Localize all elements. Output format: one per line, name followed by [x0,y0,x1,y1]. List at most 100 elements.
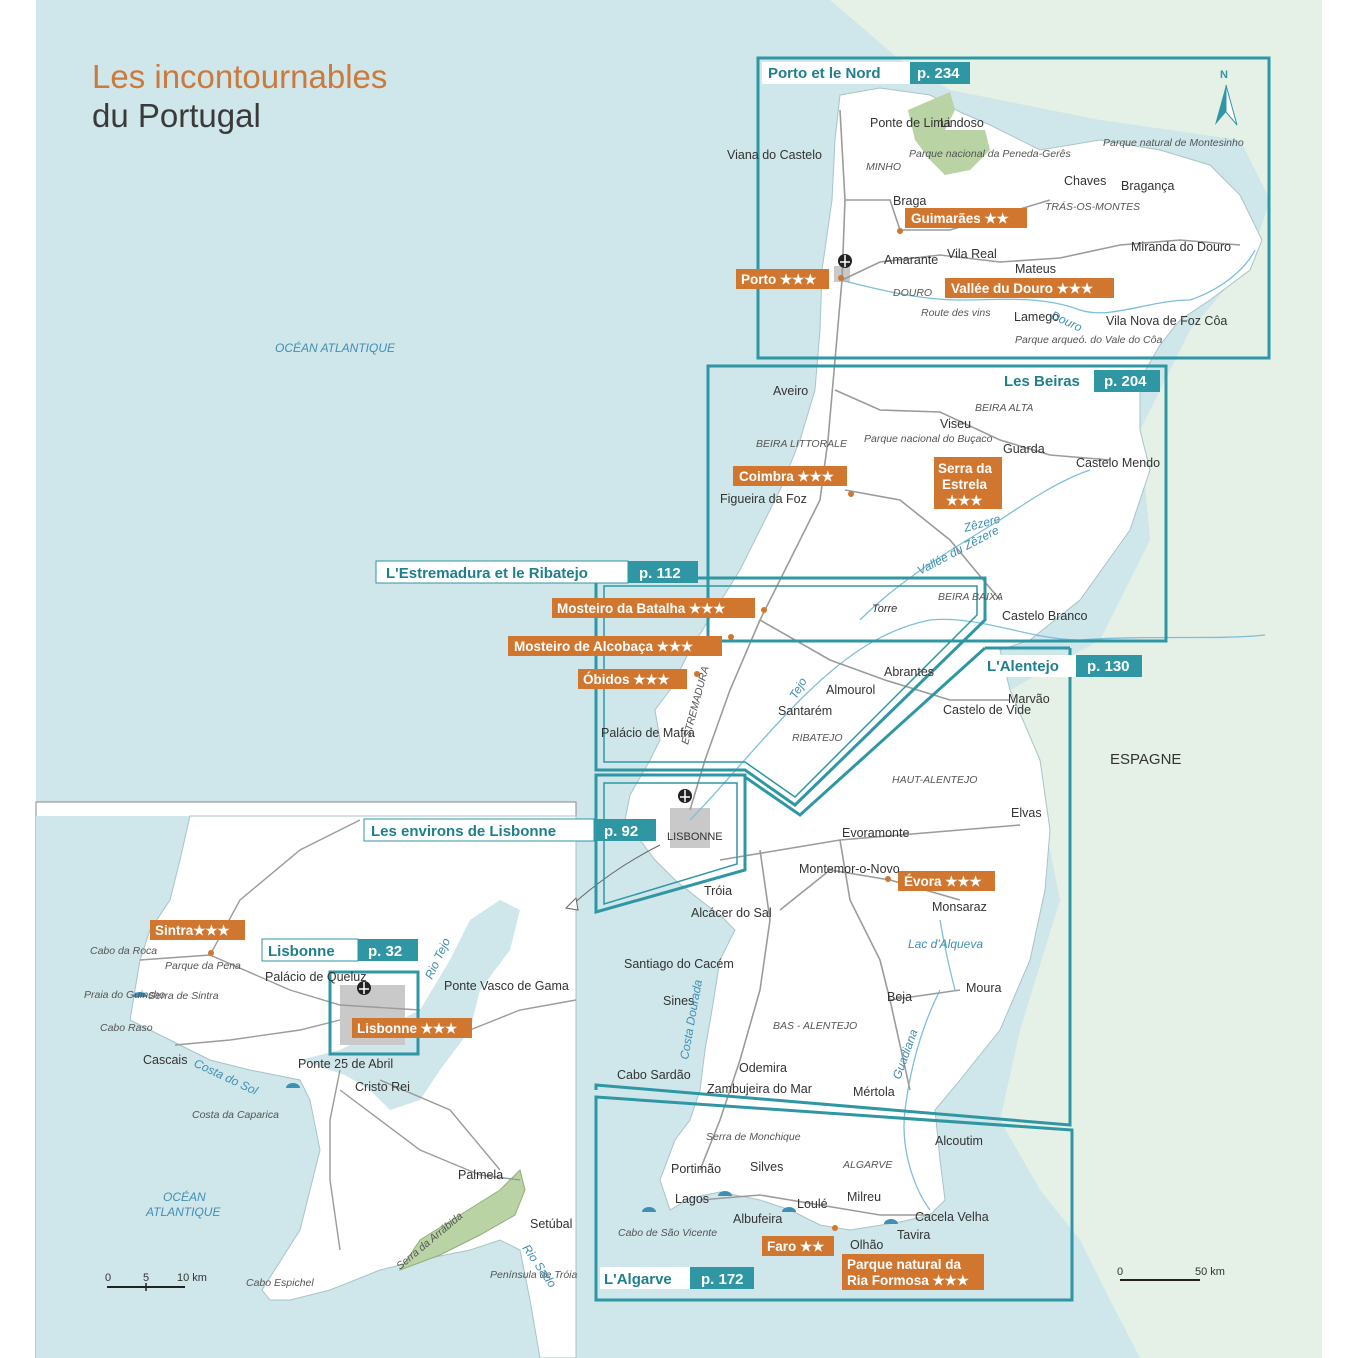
svg-text:Serra de Monchique: Serra de Monchique [706,1131,801,1143]
section-label-algarve[interactable]: L'Algarve p. 172 [600,1267,754,1289]
highlight-obidos[interactable]: Óbidos ★★★ [578,669,700,689]
section-label-lisbonne[interactable]: Lisbonne p. 32 [261,938,418,962]
svg-text:Serra de Sintra: Serra de Sintra [148,990,219,1002]
svg-text:Montemor-o-Novo: Montemor-o-Novo [799,862,900,876]
inset-ocean-label-1: OCÉAN [163,1189,206,1204]
svg-text:Praia do Guincho: Praia do Guincho [84,989,165,1001]
svg-text:Beja: Beja [887,990,912,1004]
svg-text:p. 234: p. 234 [917,65,960,82]
svg-text:Sines: Sines [663,994,694,1008]
frame-environs-inner [603,782,738,906]
svg-text:Marvão: Marvão [1008,692,1050,706]
svg-text:Setúbal: Setúbal [530,1217,572,1231]
svg-text:Milreu: Milreu [847,1190,881,1204]
highlight-lisbonne[interactable]: Lisbonne ★★★ [352,1018,472,1038]
svg-text:Estrela: Estrela [942,477,988,492]
ocean-label: OCÉAN ATLANTIQUE [275,340,396,355]
spain-land [830,0,1322,1358]
spain-label: ESPAGNE [1110,751,1181,768]
lisbon-main-urban [670,808,710,848]
svg-text:Santarém: Santarém [778,704,832,718]
svg-text:Palácio de Queluz: Palácio de Queluz [265,970,366,984]
scale-bar-inset: 0 5 10 km [105,1272,207,1291]
svg-text:Chaves: Chaves [1064,174,1106,188]
section-label-environs[interactable]: Les environs de Lisbonne p. 92 [363,818,656,842]
section-label-estremadura[interactable]: L'Estremadura et le Ribatejo p. 112 [375,560,698,584]
svg-text:Vila Nova de Foz Côa: Vila Nova de Foz Côa [1106,314,1227,328]
highlight-douro[interactable]: Vallée du Douro ★★★ [945,278,1114,298]
svg-text:LISBONNE: LISBONNE [667,831,723,843]
svg-text:Cristo Rei: Cristo Rei [355,1080,410,1094]
highlight-alcobaca[interactable]: Mosteiro de Alcobaça ★★★ [508,634,734,656]
svg-text:Moura: Moura [966,981,1001,995]
svg-text:Miranda do Douro: Miranda do Douro [1131,240,1231,254]
highlight-ria-formosa[interactable]: Parque natural da Ria Formosa ★★★ [842,1254,984,1290]
highlight-sintra[interactable]: Sintra★★★ [150,920,245,956]
airport-icon [678,789,692,803]
svg-text:Albufeira: Albufeira [733,1212,782,1226]
svg-text:Castelo Mendo: Castelo Mendo [1076,456,1160,470]
svg-text:Cascais: Cascais [143,1053,187,1067]
svg-text:Evoramonte: Evoramonte [842,826,909,840]
highlight-batalha[interactable]: Mosteiro da Batalha ★★★ [552,598,767,618]
svg-text:Palácio de Mafra: Palácio de Mafra [601,726,695,740]
svg-text:Lisbonne ★★★: Lisbonne ★★★ [357,1021,458,1036]
highlight-porto[interactable]: Porto ★★★ [736,269,844,289]
frame-beiras [706,364,1168,643]
svg-text:Castelo de Vide: Castelo de Vide [943,703,1031,717]
frame-algarve [594,1095,1074,1302]
svg-text:0: 0 [105,1272,111,1284]
svg-text:Olhão: Olhão [850,1238,883,1252]
svg-text:Mértola: Mértola [853,1085,895,1099]
svg-text:Alcoutim: Alcoutim [935,1134,983,1148]
section-frames [328,56,1271,1302]
tejo-estuary [300,900,520,1110]
svg-text:Serra da: Serra da [938,461,993,476]
frame-lisbonne-inset [328,970,420,1056]
svg-text:Cabo Sardão: Cabo Sardão [617,1068,691,1082]
svg-text:L'Algarve: L'Algarve [604,1271,672,1288]
frame-estremadura-inner [603,585,978,798]
svg-text:Loulé: Loulé [797,1197,828,1211]
svg-text:Parque arqueó. do Vale do Côa: Parque arqueó. do Vale do Côa [1015,334,1162,346]
frame-porto-nord [756,56,1271,360]
svg-text:p. 92: p. 92 [604,823,638,840]
section-label-beiras[interactable]: Les Beiras p. 204 [998,370,1160,392]
svg-text:Almourol: Almourol [826,683,875,697]
svg-text:Figueira da Foz: Figueira da Foz [720,492,807,506]
svg-text:MINHO: MINHO [866,161,901,173]
highlight-faro[interactable]: Faro ★★ [762,1225,838,1256]
svg-text:Bragança: Bragança [1121,179,1175,193]
highlight-coimbra[interactable]: Coimbra ★★★ [733,466,854,497]
svg-text:Costa da Caparica: Costa da Caparica [192,1109,279,1121]
scale-bar-main: 0 50 km [1117,1266,1225,1281]
svg-text:Lagos: Lagos [675,1192,709,1206]
svg-text:Ponte de Lima: Ponte de Lima [870,116,951,130]
svg-text:Évora ★★★: Évora ★★★ [904,874,982,889]
airport-icon [357,981,371,995]
inset-park [398,1169,526,1272]
peneda-geres-park [908,92,990,175]
section-label-alentejo[interactable]: L'Alentejo p. 130 [982,655,1142,677]
svg-text:Tróia: Tróia [704,884,732,898]
svg-text:★★★: ★★★ [946,493,983,508]
svg-text:Porto et le Nord: Porto et le Nord [768,65,881,82]
svg-text:Óbidos ★★★: Óbidos ★★★ [583,672,670,687]
inset-ocean-label-2: ATLANTIQUE [145,1205,221,1219]
section-label-porto-nord[interactable]: Porto et le Nord p. 234 [762,62,970,84]
beach-icon [133,992,898,1224]
svg-text:Mosteiro de Alcobaça ★★★: Mosteiro de Alcobaça ★★★ [514,639,694,654]
svg-text:Parque nacional do Buçaco: Parque nacional do Buçaco [864,433,993,445]
svg-text:Castelo Branco: Castelo Branco [1002,609,1088,623]
north-arrow-icon: N [1215,69,1238,126]
svg-text:Guimarães ★★: Guimarães ★★ [911,211,1010,226]
highlight-serra-estrela[interactable]: Serra da Estrela ★★★ [934,457,1002,509]
highlight-guimaraes[interactable]: Guimarães ★★ [897,208,1027,234]
svg-text:Parque nacional da Peneda-Gerê: Parque nacional da Peneda-Gerês [909,148,1071,160]
highlight-evora[interactable]: Évora ★★★ [885,871,995,891]
svg-text:Tavira: Tavira [897,1228,930,1242]
svg-text:Coimbra ★★★: Coimbra ★★★ [739,469,835,484]
svg-text:10 km: 10 km [177,1272,207,1284]
svg-text:p. 130: p. 130 [1087,658,1130,675]
svg-text:N: N [1220,69,1228,81]
